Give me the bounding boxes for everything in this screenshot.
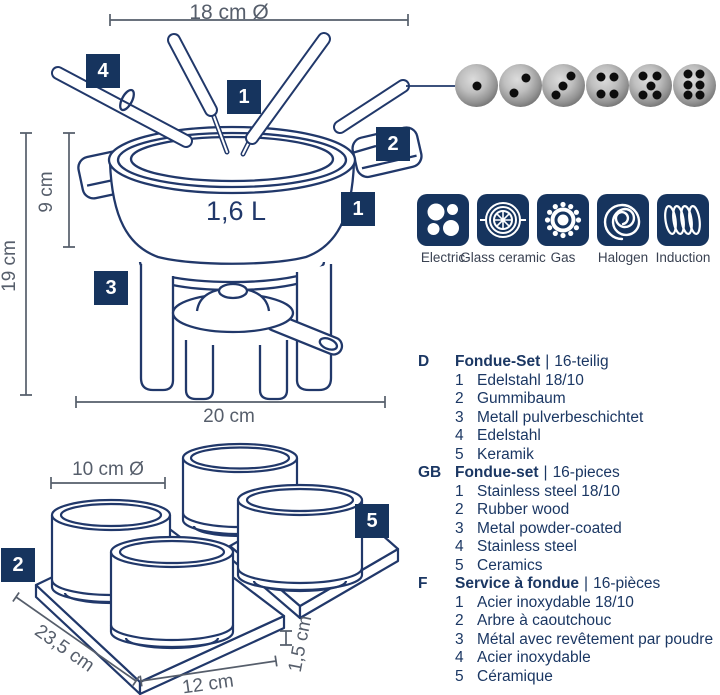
marker-dot <box>638 90 648 100</box>
gas-hob-icon <box>537 194 589 246</box>
fork-marker-6-dots <box>672 64 716 107</box>
marker-dot <box>551 90 561 100</box>
marker-dot <box>596 72 606 82</box>
marker-dot <box>683 80 693 90</box>
marker-dot <box>652 71 662 81</box>
hob-gas: Gas <box>537 194 589 265</box>
marker-dot <box>521 73 531 83</box>
dim-pot-height: 9 cm <box>36 171 57 213</box>
lang-code: D <box>418 353 430 370</box>
part-label-pot-side: 1 <box>341 192 375 226</box>
part-label-stand: 3 <box>94 271 128 305</box>
part-label-pot-top: 1 <box>227 80 261 114</box>
dim-top-diameter: 18 cm Ø <box>189 1 269 24</box>
hob-label: Glass ceramic <box>460 250 546 265</box>
lang-code: GB <box>418 464 442 481</box>
legend-count: 16-pieces <box>552 464 620 481</box>
marker-dot <box>638 71 648 81</box>
marker-dot <box>683 90 693 100</box>
hob-electric: Electric <box>417 194 469 265</box>
marker-dot <box>609 72 619 82</box>
legend-header-fr: F Service à fondue | 16-pièces <box>418 575 718 594</box>
legend-count: 16-teilig <box>554 353 609 370</box>
hob-label: Induction <box>655 250 711 265</box>
hob-label: Halogen <box>597 250 649 265</box>
marker-dot <box>558 81 568 91</box>
marker-dot <box>695 80 705 90</box>
fork-marker-2-dots <box>498 64 542 107</box>
dim-total-height: 19 cm <box>0 240 20 292</box>
fondue-pot-drawing <box>51 32 423 401</box>
fork-dot-markers <box>455 64 720 107</box>
legend-header-de: D Fondue-Set | 16-teilig <box>418 353 718 372</box>
marker-dot <box>646 81 655 90</box>
dim-base-width: 20 cm <box>203 406 255 427</box>
legend-title: Fondue-set <box>455 464 539 481</box>
hob-label: Gas <box>550 250 576 265</box>
dim-bowl-diameter: 10 cm Ø <box>72 459 144 480</box>
hob-halogen: Halogen <box>597 194 649 265</box>
part-label-handle: 2 <box>376 127 410 161</box>
part-label-forks: 4 <box>86 54 120 88</box>
marker-dot <box>695 69 705 79</box>
fork-marker-1-dots <box>455 64 498 107</box>
fork-marker-4-dots <box>585 64 629 107</box>
hob-glass-ceramic: Glass ceramic <box>460 194 546 265</box>
fork-marker-5-dots <box>629 64 672 107</box>
legend-title: Service à fondue <box>455 575 580 592</box>
marker-dot <box>683 69 693 79</box>
legend-separator: | <box>543 464 548 481</box>
marker-dot <box>596 89 606 99</box>
glass-ceramic-hob-icon <box>477 194 529 246</box>
legend-header-gb: GB Fondue-set | 16-pieces <box>418 464 718 483</box>
legend-separator: | <box>584 575 589 592</box>
marker-dot <box>472 81 481 91</box>
marker-dot <box>566 71 576 81</box>
halogen-hob-icon <box>597 194 649 246</box>
part-label-board: 2 <box>1 548 35 582</box>
hob-induction: Induction <box>656 194 710 265</box>
legend-count: 16-pièces <box>593 575 661 592</box>
pot-capacity-label: 1,6 L <box>205 196 267 226</box>
fork-marker-3-dots <box>542 64 585 107</box>
hob-label: Electric <box>420 250 466 265</box>
legend-title: Fondue-Set <box>455 353 541 370</box>
marker-dot <box>695 90 705 100</box>
induction-hob-icon <box>657 194 709 246</box>
marker-dot <box>509 88 519 98</box>
legend-separator: | <box>545 353 550 370</box>
marker-dot <box>609 89 619 99</box>
part-label-bowl: 5 <box>355 504 389 538</box>
marker-dot <box>652 90 662 100</box>
electric-hob-icon <box>417 194 469 246</box>
lang-code: F <box>418 575 428 592</box>
